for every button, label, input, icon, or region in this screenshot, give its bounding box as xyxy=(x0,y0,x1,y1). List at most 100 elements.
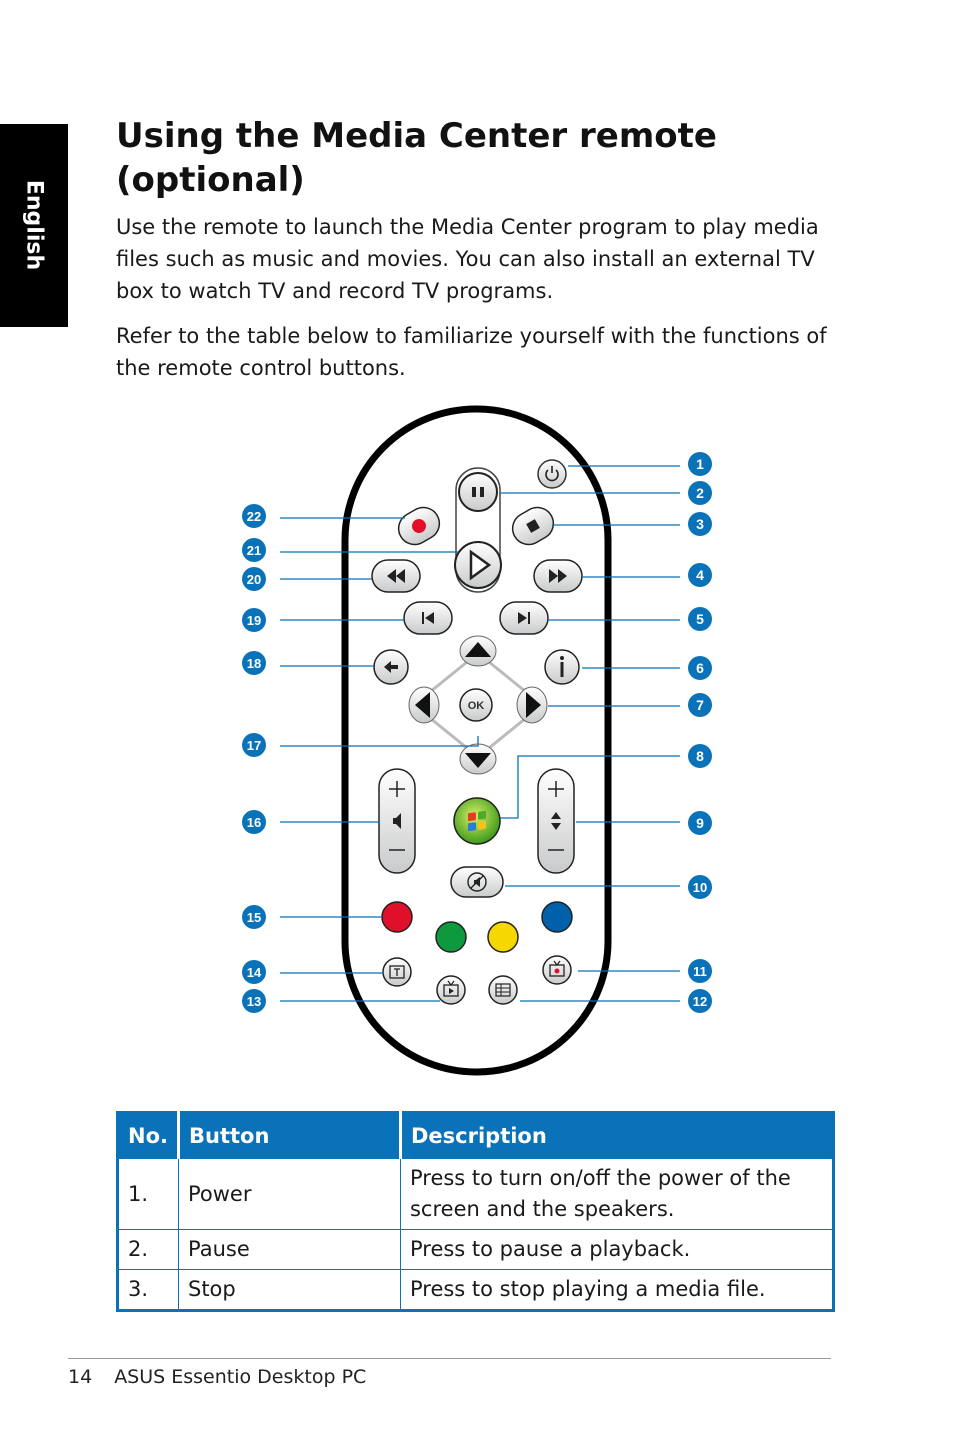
callout-21: 21 xyxy=(242,538,266,562)
svg-text:19: 19 xyxy=(247,613,261,628)
svg-text:17: 17 xyxy=(247,738,261,753)
table-header-row: No. Button Description xyxy=(117,1112,834,1159)
row-button: Pause xyxy=(177,1229,401,1270)
svg-text:12: 12 xyxy=(693,994,707,1009)
stop-button xyxy=(511,506,555,546)
back-button xyxy=(373,649,409,685)
callout-2: 2 xyxy=(688,481,712,505)
language-tab: English xyxy=(0,124,68,327)
callout-20: 20 xyxy=(242,567,266,591)
button-functions-table: No. Button Description 1. Power Press to… xyxy=(116,1111,835,1312)
info-button xyxy=(544,649,580,685)
callout-4: 4 xyxy=(688,563,712,587)
callout-22: 22 xyxy=(242,504,266,528)
column-header-button: Button xyxy=(176,1112,401,1159)
callout-7: 7 xyxy=(688,693,712,717)
table-row: 2. Pause Press to pause a playback. xyxy=(117,1229,834,1270)
svg-text:9: 9 xyxy=(696,815,704,831)
table-row: 1. Power Press to turn on/off the power … xyxy=(117,1158,834,1230)
pause-button xyxy=(458,472,498,512)
svg-text:10: 10 xyxy=(693,880,707,895)
record-button xyxy=(397,506,441,546)
callout-10: 10 xyxy=(688,875,712,899)
table-intro-paragraph: Refer to the table below to familiarize … xyxy=(116,324,827,380)
language-tab-label: English xyxy=(21,179,47,271)
skip-back-button xyxy=(403,601,453,635)
fast-forward-button xyxy=(533,559,583,593)
callout-5: 5 xyxy=(688,607,712,631)
svg-text:20: 20 xyxy=(247,572,261,587)
callout-17: 17 xyxy=(242,733,266,757)
svg-text:14: 14 xyxy=(247,965,262,980)
callout-1: 1 xyxy=(688,452,712,476)
svg-text:3: 3 xyxy=(696,516,704,532)
svg-text:18: 18 xyxy=(247,656,261,671)
callout-19: 19 xyxy=(242,608,266,632)
svg-text:11: 11 xyxy=(693,964,707,979)
page-number: 14 xyxy=(68,1366,93,1388)
mute-button xyxy=(450,866,504,898)
dpad-up-button xyxy=(459,635,497,667)
callout-14: 14 xyxy=(242,960,266,984)
svg-text:22: 22 xyxy=(247,509,261,524)
green-button xyxy=(435,921,467,953)
page-title: Using the Media Center remote (optional) xyxy=(116,116,717,200)
footer-divider xyxy=(68,1358,831,1359)
row-number: 2. xyxy=(117,1229,179,1270)
row-description: Press to stop playing a media file. xyxy=(399,1269,834,1311)
yellow-button xyxy=(487,921,519,953)
guide-button xyxy=(488,975,518,1005)
play-button xyxy=(454,541,502,589)
svg-text:16: 16 xyxy=(247,815,261,830)
svg-text:21: 21 xyxy=(247,543,261,558)
table-row: 3. Stop Press to stop playing a media fi… xyxy=(117,1269,834,1311)
leader-lines xyxy=(280,465,680,1002)
column-header-description: Description xyxy=(398,1112,834,1159)
power-button xyxy=(537,459,567,489)
svg-text:1: 1 xyxy=(696,456,704,472)
dpad-right-button xyxy=(516,686,548,724)
blue-button xyxy=(541,901,573,933)
callout-6: 6 xyxy=(688,656,712,680)
row-number: 1. xyxy=(117,1158,179,1230)
rewind-button xyxy=(371,559,421,593)
callout-8: 8 xyxy=(688,744,712,768)
dpad-down-button xyxy=(459,743,497,775)
remote-control-diagram: OK xyxy=(242,405,712,1076)
callout-9: 9 xyxy=(688,811,712,835)
dpad-left-button xyxy=(408,686,440,724)
row-description: Press to turn on/off the power of the sc… xyxy=(399,1158,834,1230)
svg-text:13: 13 xyxy=(247,994,261,1009)
svg-text:15: 15 xyxy=(247,910,261,925)
intro-paragraph: Use the remote to launch the Media Cente… xyxy=(116,215,819,303)
record-dot xyxy=(412,519,426,533)
svg-text:8: 8 xyxy=(696,748,704,764)
svg-text:4: 4 xyxy=(696,567,704,583)
skip-forward-button xyxy=(499,601,549,635)
ok-button: OK xyxy=(459,688,493,722)
row-button: Stop xyxy=(177,1269,401,1311)
windows-start-button xyxy=(453,797,501,845)
row-button: Power xyxy=(177,1158,401,1230)
channel-rocker xyxy=(537,768,575,874)
svg-text:6: 6 xyxy=(696,660,704,676)
svg-text:7: 7 xyxy=(696,697,704,713)
column-header-no: No. xyxy=(117,1112,179,1159)
row-number: 3. xyxy=(117,1269,179,1311)
callout-12: 12 xyxy=(688,989,712,1013)
teletext-button xyxy=(382,957,412,987)
svg-text:5: 5 xyxy=(696,611,704,627)
live-tv-button xyxy=(436,975,466,1005)
callout-13: 13 xyxy=(242,989,266,1013)
ok-label: OK xyxy=(468,700,485,712)
volume-rocker xyxy=(378,768,416,874)
page-footer: 14 ASUS Essentio Desktop PC xyxy=(68,1366,366,1388)
svg-text:2: 2 xyxy=(696,485,704,501)
callout-11: 11 xyxy=(688,959,712,983)
callout-3: 3 xyxy=(688,512,712,536)
product-name: ASUS Essentio Desktop PC xyxy=(114,1366,367,1388)
row-description: Press to pause a playback. xyxy=(399,1229,834,1270)
callout-15: 15 xyxy=(242,905,266,929)
record-tv-button xyxy=(542,955,572,985)
callout-18: 18 xyxy=(242,651,266,675)
